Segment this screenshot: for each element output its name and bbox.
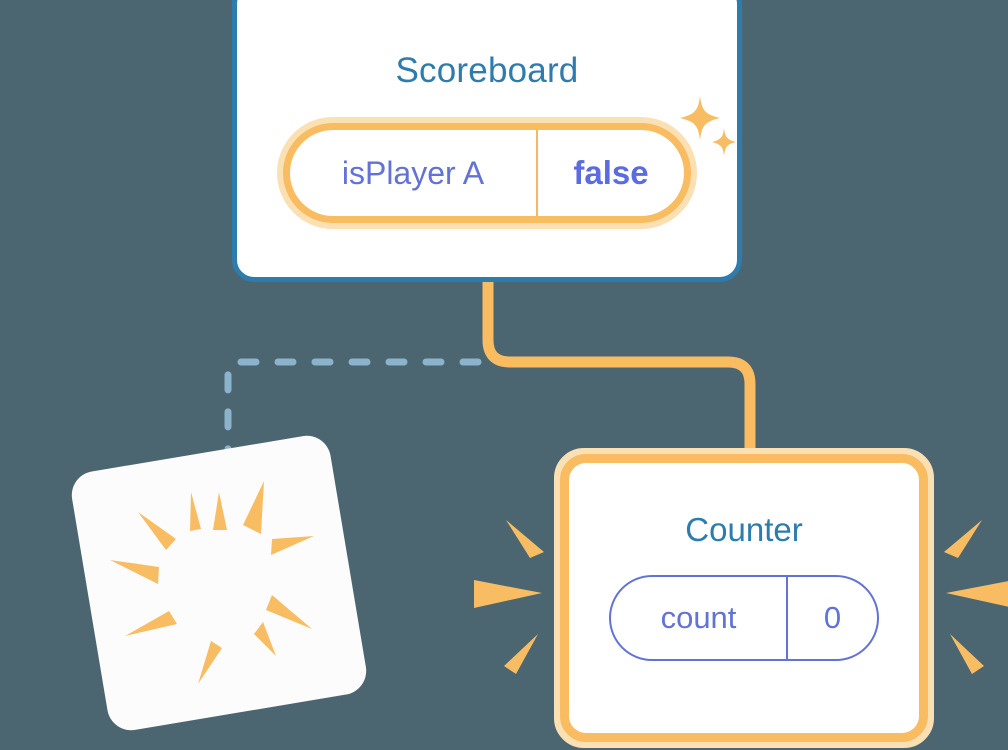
- burst-ray-icon: [271, 536, 314, 555]
- burst-ray-group: [110, 481, 314, 684]
- burst-ray-icon: [266, 595, 312, 629]
- connector-solid-to-counter: [482, 278, 756, 470]
- burst-ray-icon: [110, 560, 159, 584]
- state-pill-body: isPlayer A false: [283, 123, 691, 223]
- burst-ray-icon: [254, 622, 276, 656]
- burst-ray-icon: [125, 611, 177, 636]
- burst-ray-icon: [138, 512, 176, 550]
- counter-state-key: count: [611, 577, 788, 659]
- counter-state-pill[interactable]: count 0: [609, 575, 879, 661]
- burst-ray-icon: [198, 641, 222, 684]
- state-key: isPlayer A: [290, 130, 538, 216]
- burst-ray-icon: [190, 492, 201, 531]
- scoreboard-card[interactable]: Scoreboard isPlayer A false: [232, 0, 742, 282]
- scoreboard-title: Scoreboard: [395, 51, 579, 90]
- counter-title: Counter: [685, 511, 803, 548]
- burst-card[interactable]: [68, 432, 370, 734]
- burst-ray-icon: [243, 481, 264, 534]
- counter-card[interactable]: Counter count 0: [554, 448, 934, 748]
- counter-state-value: 0: [823, 600, 842, 635]
- burst-ray-icon: [213, 492, 227, 530]
- state-value: false: [573, 154, 649, 191]
- connector-dashed-to-burst-card: [224, 358, 482, 476]
- scoreboard-state-pill[interactable]: isPlayer A false: [277, 117, 697, 229]
- counter-card-body: Counter count 0: [560, 454, 928, 742]
